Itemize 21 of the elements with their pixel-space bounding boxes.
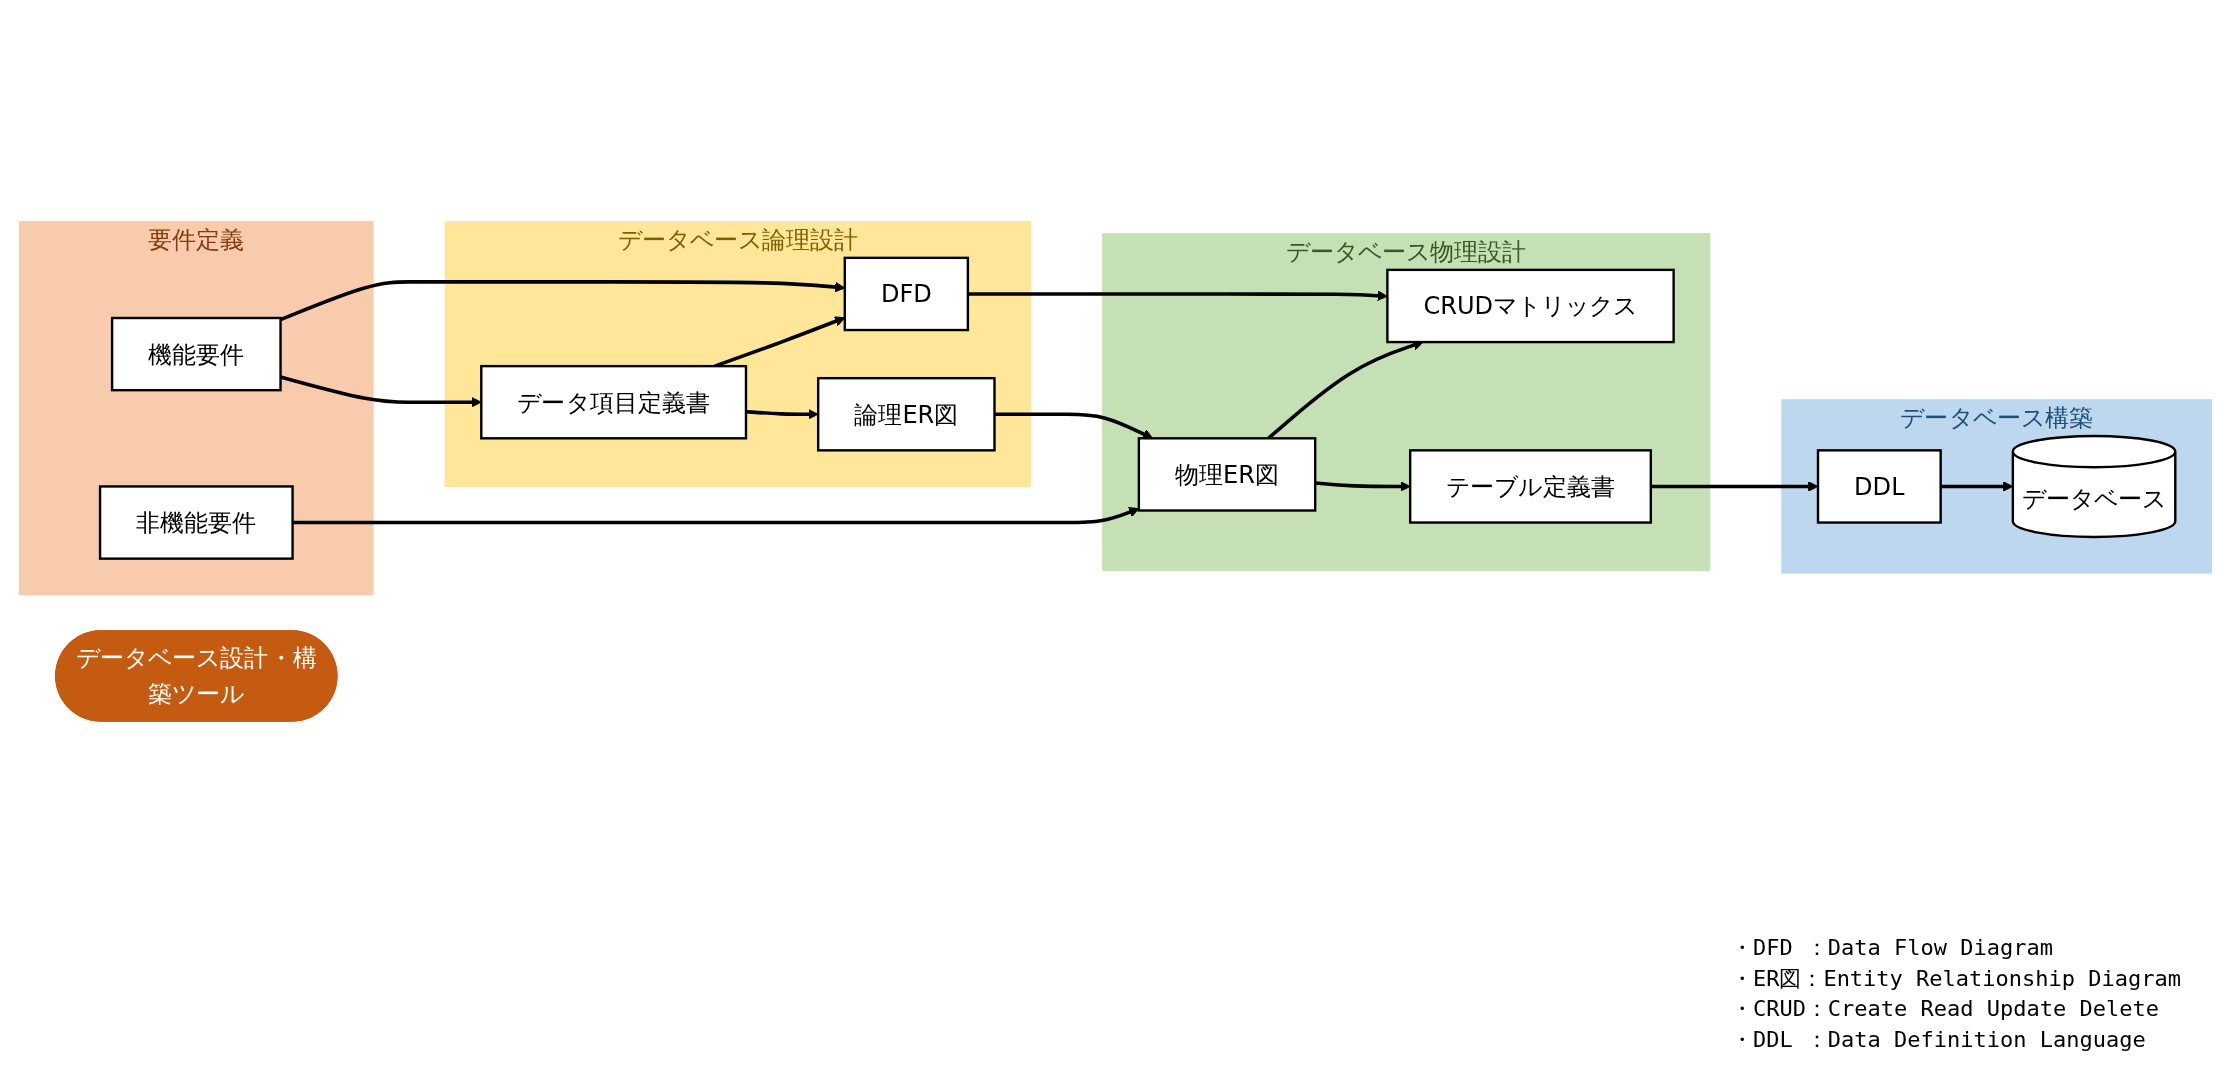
arrow bbox=[292, 507, 1140, 525]
note-text: ・ER図：Entity Relationship Diagram bbox=[1730, 964, 2181, 993]
node-box: データ項目定義書 bbox=[480, 364, 748, 440]
node-box: 機能要件 bbox=[110, 316, 282, 392]
note-text: ・DFD ：Data Flow Diagram bbox=[1730, 933, 2055, 962]
arrow bbox=[745, 408, 819, 420]
node-box: DDL bbox=[1816, 449, 1942, 524]
note-text: ・DDL ：Data Definition Language bbox=[1730, 1026, 2147, 1055]
arrow bbox=[967, 290, 1388, 301]
node-box: CRUDマトリックス bbox=[1386, 268, 1675, 344]
arrow bbox=[280, 375, 482, 408]
note-text: ・CRUD：Create Read Update Delete bbox=[1730, 995, 2160, 1024]
node-box: 物理ER図 bbox=[1137, 437, 1317, 512]
node-box: テーブル定義書 bbox=[1408, 449, 1653, 524]
arrow bbox=[1315, 481, 1411, 492]
arrow bbox=[1650, 481, 1819, 492]
arrow bbox=[994, 412, 1153, 439]
node-box: 論理ER図 bbox=[816, 376, 996, 452]
node-box: 非機能要件 bbox=[98, 485, 294, 560]
arrow bbox=[1940, 481, 2014, 492]
node-box: DFD bbox=[843, 256, 970, 332]
